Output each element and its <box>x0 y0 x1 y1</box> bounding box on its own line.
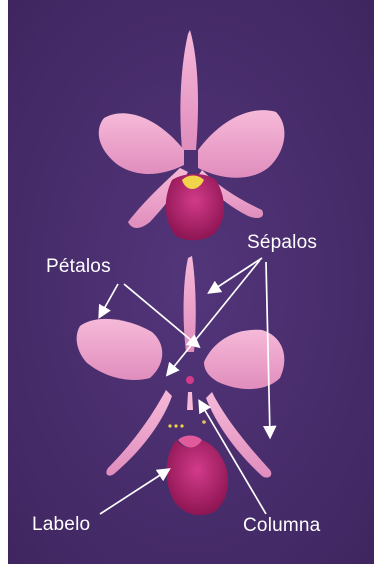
petals-label: Pétalos <box>46 257 111 276</box>
sepals-label: Sépalos <box>247 233 317 252</box>
labellum-label: Labelo <box>32 515 90 534</box>
column <box>187 392 193 410</box>
column-label: Columna <box>243 516 320 535</box>
